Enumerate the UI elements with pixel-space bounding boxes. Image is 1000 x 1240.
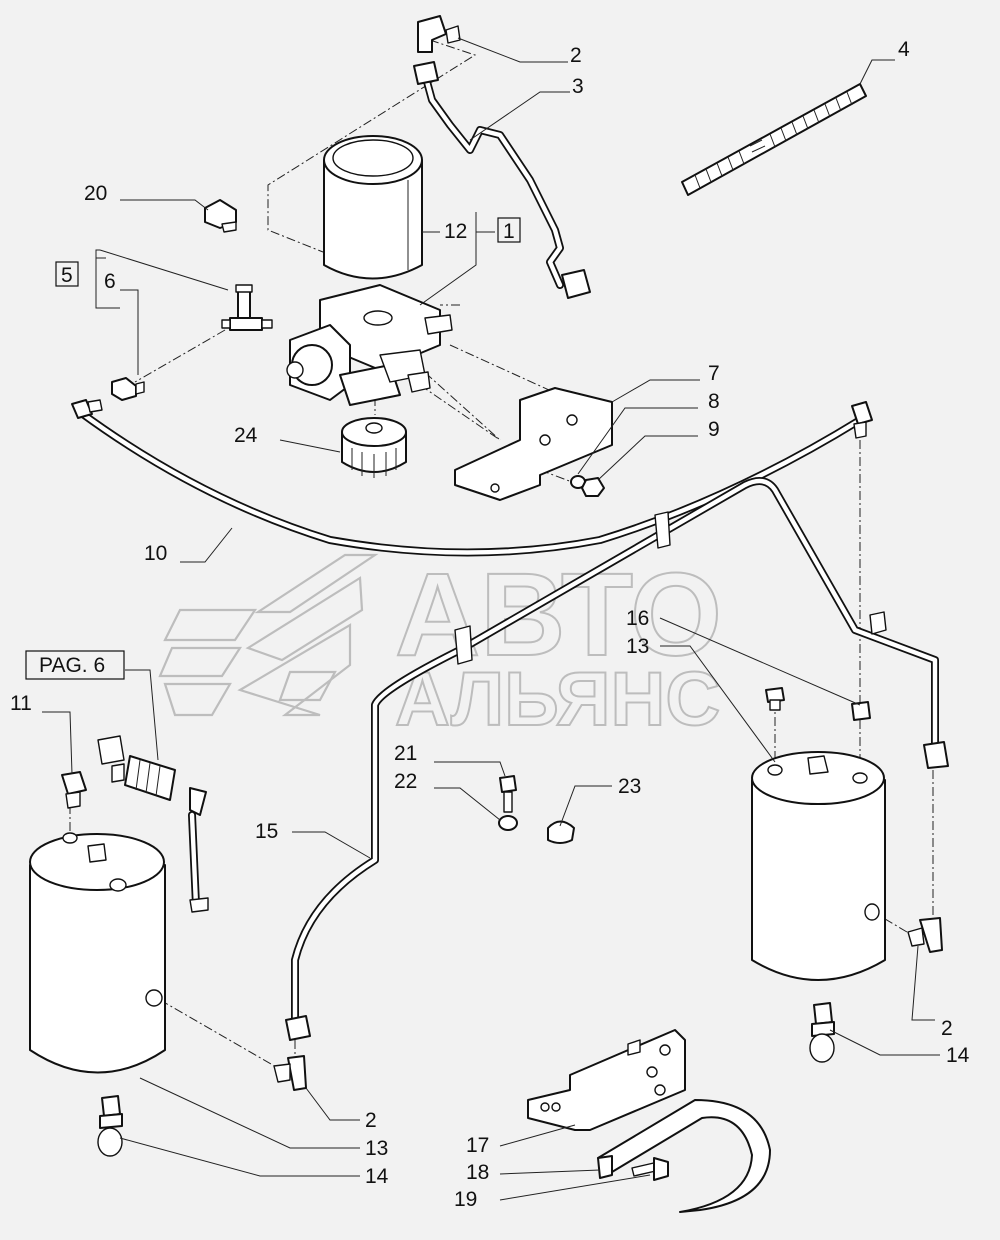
label-15: 15 — [255, 820, 278, 843]
label-16: 16 — [626, 607, 649, 630]
label-21: 21 — [394, 742, 417, 765]
label-10: 10 — [144, 542, 167, 565]
label-8: 8 — [708, 390, 720, 413]
plug-part-16 — [765, 687, 871, 721]
label-3: 3 — [572, 75, 584, 98]
washer-part-22 — [498, 815, 518, 831]
sensor-part-11 — [61, 771, 87, 809]
page-ref-frame — [25, 650, 125, 680]
label-20: 20 — [84, 182, 107, 205]
sensor-with-harness — [97, 735, 209, 913]
plug-part-23 — [547, 820, 575, 844]
elbow-fitting-top — [417, 15, 461, 53]
label-19: 19 — [454, 1188, 477, 1211]
label-5: 5 — [61, 264, 73, 287]
label-14-right: 14 — [946, 1044, 970, 1067]
watermark-line2: АЛЬЯНС — [395, 657, 720, 742]
page-ref[interactable]: PAG. 6 — [39, 654, 105, 677]
label-24: 24 — [234, 424, 258, 447]
filter-cartridge-part-12 — [323, 135, 423, 280]
strap-part-18 — [597, 1099, 771, 1213]
air-tank-left — [29, 832, 166, 1074]
adapter-part-6 — [111, 377, 145, 401]
silencer-part-24 — [341, 417, 407, 478]
threaded-rod-part-4 — [681, 83, 867, 196]
label-2-right: 2 — [941, 1017, 953, 1040]
label-13-left: 13 — [365, 1137, 388, 1160]
drain-valve-left — [97, 1095, 123, 1157]
label-12: 12 — [444, 220, 467, 243]
boxed-label-1-frame — [497, 217, 521, 243]
tee-fitting-part-5 — [221, 284, 273, 331]
label-22: 22 — [394, 770, 417, 793]
label-2-top: 2 — [570, 44, 582, 67]
label-6: 6 — [104, 270, 116, 293]
label-13-right: 13 — [626, 635, 649, 658]
leader-lines — [42, 37, 940, 1201]
nut-part-9 — [581, 477, 605, 497]
label-4: 4 — [898, 38, 910, 61]
pipe-part-15 — [285, 477, 949, 1041]
pipe-part-3 — [413, 61, 591, 299]
bolt-part-21 — [499, 775, 517, 813]
air-dryer-valve-body — [286, 284, 453, 406]
bolt-part-19 — [631, 1157, 669, 1181]
label-2-bottom: 2 — [365, 1109, 377, 1132]
bracket-part-7 — [454, 387, 613, 501]
air-tank-right — [751, 751, 886, 981]
label-1: 1 — [503, 220, 515, 243]
bracket-part-17 — [527, 1029, 686, 1131]
label-11: 11 — [10, 692, 32, 715]
plug-part-20 — [204, 199, 237, 233]
label-23: 23 — [618, 775, 641, 798]
label-14-left: 14 — [365, 1165, 389, 1188]
label-18: 18 — [466, 1161, 489, 1184]
boxed-label-5-frame — [55, 261, 79, 287]
elbow-fitting-right — [907, 917, 943, 953]
watermark-logo — [158, 553, 379, 717]
label-17: 17 — [466, 1134, 489, 1157]
label-9: 9 — [708, 418, 720, 441]
elbow-fitting-left — [273, 1055, 307, 1091]
label-7: 7 — [708, 362, 720, 385]
drain-valve-right — [809, 1002, 835, 1063]
